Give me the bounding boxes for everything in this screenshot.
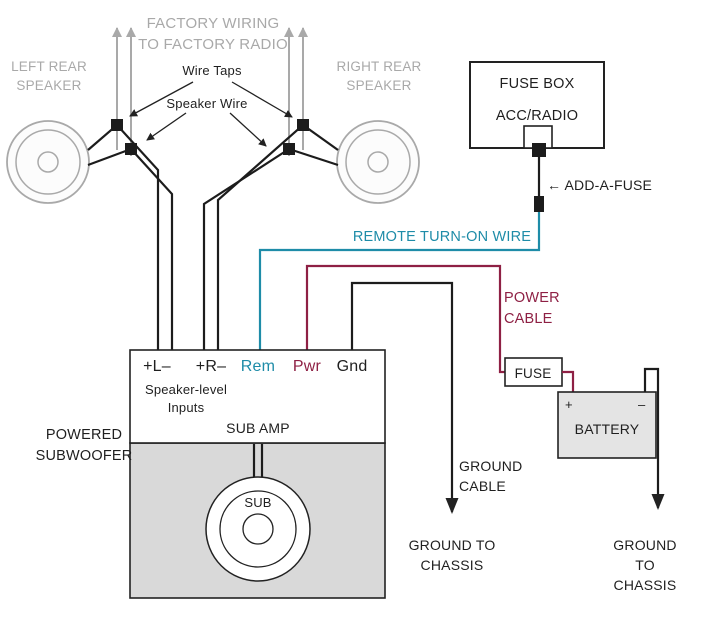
terminal-right-input: +R–	[195, 358, 227, 375]
terminal-remote: Rem	[240, 358, 276, 375]
left-rear-speaker-label: LEFT REAR SPEAKER	[11, 59, 87, 94]
sub-driver-icon	[205, 476, 311, 582]
terminal-ground: Gnd	[336, 358, 368, 375]
power-cable-label: POWER CABLE	[504, 290, 560, 327]
power-cable-wire	[305, 264, 505, 374]
add-a-fuse-plug	[532, 143, 546, 157]
speaker-level-inputs-label: Speaker-level Inputs	[144, 382, 228, 416]
right-rear-speaker-label: RIGHT REAR SPEAKER	[336, 59, 422, 94]
wire-tap	[283, 143, 295, 155]
add-a-fuse-holder	[534, 196, 544, 212]
sub-amp-label: SUB AMP	[226, 420, 290, 436]
wire-tap	[297, 119, 309, 131]
terminal-power: Pwr	[292, 358, 322, 375]
sub-connector-wires	[252, 444, 264, 478]
ground-to-chassis-right-label: GROUND TO CHASSIS	[613, 537, 677, 593]
battery	[557, 391, 657, 459]
ground-cable-wire	[350, 281, 459, 514]
powered-subwoofer-label: POWERED SUBWOOFER	[35, 427, 133, 464]
remote-turn-on-wire-label: REMOTE TURN-ON WIRE	[352, 229, 532, 245]
wire-taps-label: Wire Taps	[182, 63, 242, 78]
fuse-label: FUSE	[514, 366, 552, 381]
battery-label: BATTERY	[574, 421, 640, 437]
inline-fuse	[504, 357, 563, 387]
sub-driver-label: SUB	[244, 495, 272, 510]
remote-turn-on-wire	[258, 212, 541, 350]
ground-to-chassis-left-label: GROUND TO CHASSIS	[408, 537, 496, 573]
wire-tap	[125, 143, 137, 155]
battery-plus-terminal: +	[565, 397, 573, 412]
wire-tap-squares	[111, 119, 309, 155]
terminal-left-input: +L–	[143, 358, 171, 375]
fuse-box	[469, 61, 605, 157]
speaker-wire-label: Speaker Wire	[166, 96, 248, 111]
battery-ground-wire	[643, 367, 665, 510]
sub-amp-box	[129, 349, 386, 444]
acc-radio-label: ACC/RADIO	[495, 108, 579, 124]
power-cable-wire-to-battery	[562, 370, 575, 392]
annotation-pointer-arrows	[129, 81, 293, 147]
fuse-box-label: FUSE BOX	[499, 76, 575, 92]
wire-tap	[111, 119, 123, 131]
right-speaker-icon	[336, 120, 420, 204]
factory-wiring-label: FACTORY WIRING TO FACTORY RADIO	[138, 15, 288, 54]
left-speaker-icon	[6, 120, 90, 204]
add-a-fuse-label: ← ADD-A-FUSE	[547, 177, 653, 193]
ground-cable-label: GROUND CABLE	[459, 458, 523, 494]
battery-minus-terminal: –	[638, 397, 646, 412]
speaker-wires	[87, 124, 339, 350]
